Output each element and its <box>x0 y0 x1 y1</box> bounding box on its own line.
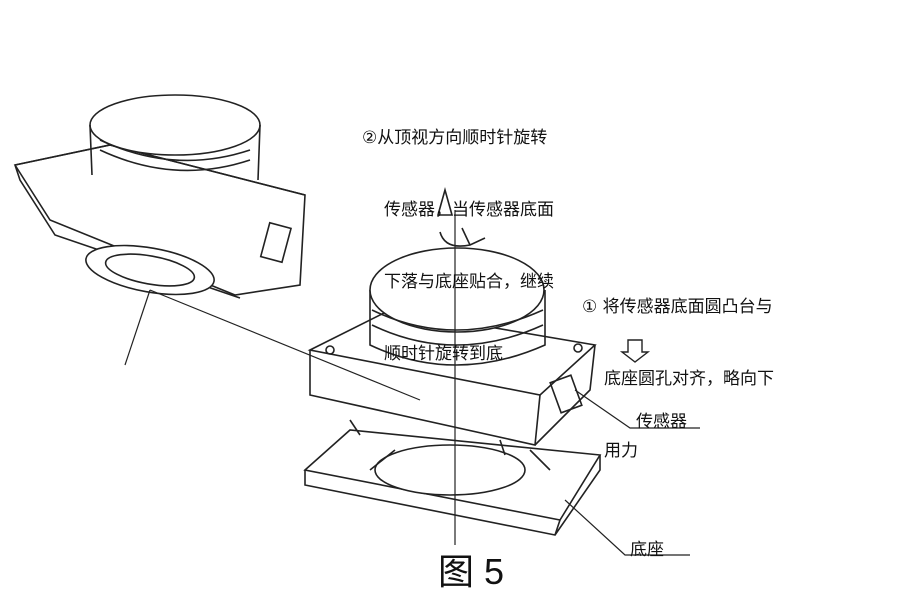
sensor-drawing <box>307 247 597 456</box>
step2-instruction: ②从顶视方向顺时针旋转 传感器，当传感器底面 下落与底座贴合，继续 顺时针旋转到… <box>362 78 554 390</box>
base-leader-line <box>564 499 690 556</box>
press-down-arrow <box>619 339 651 363</box>
step2-line: 顺时针旋转到底 <box>384 344 503 364</box>
step1-instruction: ① 将传感器底面圆凸台与 底座圆孔对齐，略向下 用力 <box>582 247 774 487</box>
sensor-label: 传感器 <box>636 412 687 432</box>
figure-caption: 图 5 <box>438 551 505 592</box>
base-plate-drawing <box>303 429 602 536</box>
sensor-leader-line <box>574 389 700 429</box>
rotation-arrow <box>436 187 486 545</box>
tilted-sensor-drawing <box>13 94 421 401</box>
step1-line: 用力 <box>604 441 638 461</box>
step2-line: 下落与底座贴合，继续 <box>384 272 554 292</box>
step2-line: ②从顶视方向顺时针旋转 <box>362 128 548 148</box>
step1-line: 底座圆孔对齐，略向下 <box>604 369 774 389</box>
step2-line: 传感器，当传感器底面 <box>384 200 554 220</box>
base-label: 底座 <box>630 540 664 560</box>
step1-line: ① 将传感器底面圆凸台与 <box>582 297 773 317</box>
